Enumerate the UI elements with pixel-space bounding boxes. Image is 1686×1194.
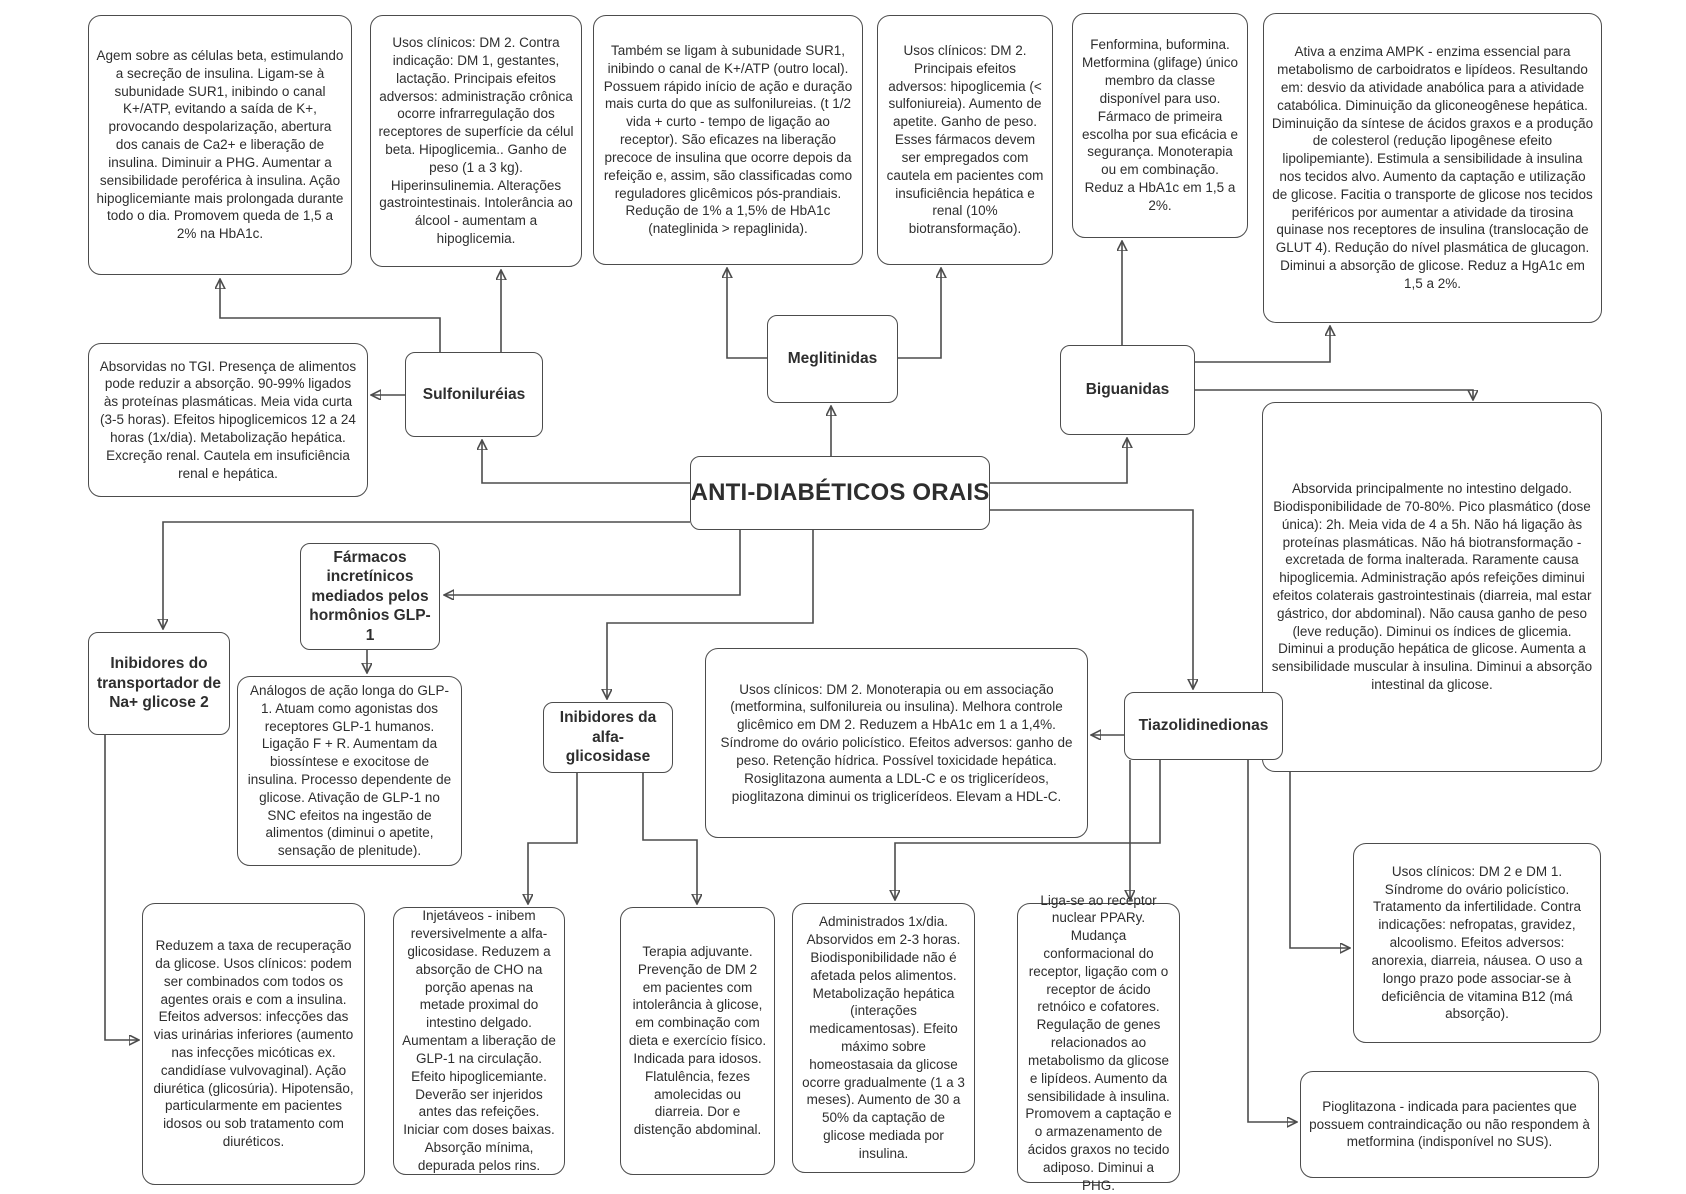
connector-central-sulfonylureas: [482, 441, 690, 484]
note-thiazolidinediones-pharmacokinetics: Administrados 1x/dia. Absorvidos em 2-3 …: [792, 903, 975, 1173]
note-text: Ativa a enzima AMPK - enzima essencial p…: [1271, 44, 1594, 291]
connector-alpha-adjuvant: [642, 773, 697, 903]
node-label: Biguanidas: [1085, 381, 1170, 399]
page-title: ANTI-DIABÉTICOS ORAIS: [690, 479, 990, 506]
note-text: Reduzem a taxa de recuperação da glicose…: [153, 938, 354, 1150]
note-alpha-glucosidase-adjuvant-therapy: Terapia adjuvante. Prevenção de DM 2 em …: [620, 907, 775, 1175]
node-label: Inibidores do transportador de Na+ glico…: [96, 655, 221, 712]
node-biguanides: Biguanidas: [1060, 345, 1195, 435]
node-label: Tiazolidinedionas: [1138, 717, 1269, 735]
node-sulfonylureas: Sulfoniluréias: [405, 352, 543, 437]
note-sulfonylureas-pharmacokinetics: Absorvidas no TGI. Presença de alimentos…: [88, 343, 368, 497]
note-meglitinides-mechanism: Também se ligam à subunidade SUR1, inibi…: [593, 15, 863, 265]
connector-meglitinides-mechanism: [727, 269, 767, 359]
connector-central-sglt2: [163, 521, 690, 628]
note-pioglitazone-indication: Pioglitazona - indicada para pacientes q…: [1300, 1071, 1599, 1178]
note-text: Terapia adjuvante. Prevenção de DM 2 em …: [628, 944, 767, 1138]
note-text: Injetáveos - inibem reversivelmente a al…: [402, 908, 556, 1173]
note-alpha-glucosidase-injectables: Injetáveos - inibem reversivelmente a al…: [393, 907, 565, 1175]
connector-central-biguanides: [990, 439, 1127, 484]
note-thiazolidinediones-clinical-uses: Usos clínicos: DM 2. Monoterapia ou em a…: [705, 648, 1088, 838]
connector-meglitinides-clinical: [898, 269, 941, 359]
node-thiazolidinediones: Tiazolidinedionas: [1124, 692, 1283, 760]
note-text: Liga-se ao receptor nuclear PPARy. Mudan…: [1025, 892, 1172, 1193]
node-central-title: ANTI-DIABÉTICOS ORAIS: [690, 456, 990, 530]
note-text: Análogos de ação longa do GLP-1. Atuam c…: [247, 682, 452, 859]
note-metformin-pharmacokinetics: Absorvida principalmente no intestino de…: [1262, 402, 1602, 772]
note-biguanides-drugs: Fenformina, buformina. Metformina (glifa…: [1072, 13, 1248, 238]
note-sulfonylureas-mechanism: Agem sobre as células beta, estimulando …: [88, 15, 352, 275]
node-meglitinides: Meglitinidas: [767, 315, 898, 403]
node-label: Sulfoniluréias: [422, 385, 526, 403]
node-alpha-glucosidase-inhibitors: Inibidores da alfa-glicosidase: [543, 702, 673, 773]
node-label: Inibidores da alfa-glicosidase: [559, 709, 657, 766]
note-thiazolidinediones-mechanism: Liga-se ao receptor nuclear PPARy. Mudan…: [1017, 893, 1180, 1193]
node-incretin-glp1: Fármacos incretínicos mediados pelos hor…: [300, 543, 440, 650]
note-text: Pioglitazona - indicada para pacientes q…: [1309, 1098, 1590, 1150]
connector-alpha-injectables: [528, 773, 578, 903]
note-meglitinides-clinical-uses: Usos clínicos: DM 2. Principais efeitos …: [877, 15, 1053, 265]
node-sglt2-inhibitors: Inibidores do transportador de Na+ glico…: [88, 632, 230, 735]
connector-central-alpha: [607, 530, 814, 698]
note-text: Fenformina, buformina. Metformina (glifa…: [1081, 37, 1239, 213]
note-text: Absorvidas no TGI. Presença de alimentos…: [99, 358, 357, 481]
note-glp1-analogs: Análogos de ação longa do GLP-1. Atuam c…: [237, 676, 462, 866]
connector-pioglitazone: [1247, 760, 1296, 1122]
node-label: Fármacos incretínicos mediados pelos hor…: [309, 549, 431, 644]
note-sulfonylureas-clinical-uses: Usos clínicos: DM 2. Contra indicação: D…: [370, 15, 582, 267]
connector-central-glp1: [445, 530, 741, 595]
connector-biguanides-pk: [1195, 389, 1473, 399]
note-biguanides-mechanism: Ativa a enzima AMPK - enzima essencial p…: [1263, 13, 1602, 323]
note-metformin-clinical-uses: Usos clínicos: DM 2 e DM 1. Síndrome do …: [1353, 843, 1601, 1043]
connector-tzd-pk: [895, 760, 1161, 899]
connector-biguanides-mechanism: [1195, 327, 1330, 363]
note-text: Usos clínicos: DM 2. Contra indicação: D…: [378, 35, 574, 247]
connector-central-tzd: [990, 509, 1193, 688]
note-text: Usos clínicos: DM 2. Principais efeitos …: [886, 43, 1044, 237]
note-text: Também se ligam à subunidade SUR1, inibi…: [603, 43, 853, 237]
note-text: Usos clínicos: DM 2. Monoterapia ou em a…: [720, 681, 1073, 804]
node-label: Meglitinidas: [787, 350, 878, 368]
note-text: Agem sobre as células beta, estimulando …: [96, 48, 344, 242]
note-text: Usos clínicos: DM 2 e DM 1. Síndrome do …: [1371, 863, 1583, 1022]
note-sglt2-clinical-uses: Reduzem a taxa de recuperação da glicose…: [142, 903, 365, 1185]
note-text: Absorvida principalmente no intestino de…: [1271, 481, 1593, 693]
note-text: Administrados 1x/dia. Absorvidos em 2-3 …: [802, 914, 965, 1161]
connector-sulfonylureas-mechanism: [220, 280, 441, 352]
connector-sglt2-clinical: [104, 735, 138, 1040]
